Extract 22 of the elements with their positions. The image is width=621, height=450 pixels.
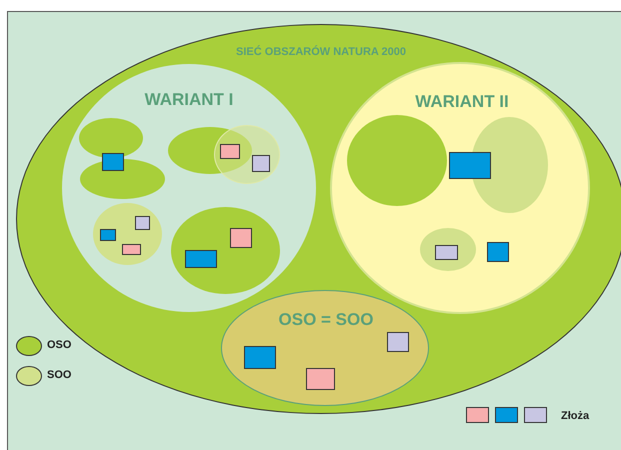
deposit-rectangle: [185, 250, 217, 268]
deposit-rectangle: [230, 228, 252, 248]
variant-title: WARIANT I: [144, 90, 234, 110]
deposit-rectangle: [122, 244, 141, 255]
deposit-rectangle: [244, 346, 276, 369]
deposit-rectangle: [252, 155, 270, 172]
variant-title: WARIANT II: [415, 92, 509, 112]
legend-label: OSO: [47, 339, 72, 351]
deposit-rectangle: [449, 152, 491, 179]
area-ellipse: [168, 127, 252, 174]
deposit-rectangle: [102, 153, 124, 171]
overlap-title: OSO = SOO: [278, 310, 374, 330]
deposit-rectangle: [220, 144, 240, 159]
legend-label: SOO: [47, 369, 72, 381]
deposit-rectangle: [135, 216, 150, 230]
deposit-rectangle: [487, 242, 509, 262]
deposit-rectangle: [387, 332, 409, 352]
deposit-rectangle: [306, 368, 335, 390]
deposit-rectangle: [100, 229, 116, 241]
legend-label: Złoża: [561, 410, 590, 422]
deposit-rectangle: [435, 245, 458, 260]
network-title: SIEĆ OBSZARÓW NATURA 2000: [236, 46, 406, 58]
